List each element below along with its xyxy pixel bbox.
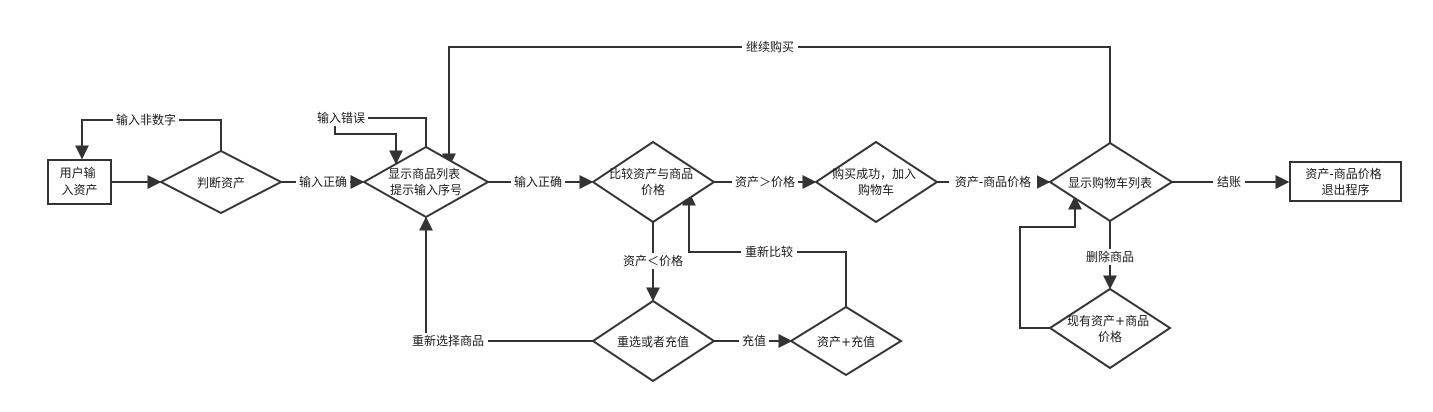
svg-text:输入非数字: 输入非数字 bbox=[116, 112, 176, 127]
svg-text:继续购买: 继续购买 bbox=[746, 39, 794, 54]
edge-label-delete-item: 删除商品 bbox=[1082, 249, 1138, 265]
svg-text:资产＞价格: 资产＞价格 bbox=[735, 174, 795, 189]
node-user-input: 用户输 入资产 bbox=[47, 159, 112, 205]
svg-text:删除商品: 删除商品 bbox=[1086, 249, 1134, 264]
node-current-assets: 现有资产+商品 价格 bbox=[1048, 287, 1172, 370]
svg-text:重选或者充值: 重选或者充值 bbox=[617, 334, 689, 349]
svg-text:现有资产+商品 价格: 现有资产+商品 价格 bbox=[1067, 313, 1153, 344]
svg-text:重新选择商品: 重新选择商品 bbox=[412, 333, 484, 348]
edge-label-recompare: 重新比较 bbox=[741, 244, 797, 260]
edge-label-input-ok-1: 输入正确 bbox=[296, 174, 350, 190]
svg-text:重新比较: 重新比较 bbox=[745, 244, 793, 259]
svg-text:显示商品列表 提示输入序号: 显示商品列表 提示输入序号 bbox=[388, 166, 464, 197]
svg-text:输入正确: 输入正确 bbox=[299, 174, 347, 189]
node-judge-assets: 判断资产 bbox=[158, 149, 284, 215]
node-compare: 比较资产与商品 价格 bbox=[591, 140, 716, 224]
svg-text:比较资产与商品 价格: 比较资产与商品 价格 bbox=[609, 166, 697, 197]
edge-label-recharge: 充值 bbox=[739, 333, 769, 349]
edge-labels: 输入非数字 输入正确 输入错误 输入正确 资产＞价格 资产-商品价格 结账 继 bbox=[113, 39, 1245, 349]
node-show-list: 显示商品列表 提示输入序号 bbox=[361, 145, 491, 219]
edge-label-input-error: 输入错误 bbox=[314, 110, 368, 126]
svg-text:判断资产: 判断资产 bbox=[197, 175, 245, 190]
edge-label-input-ok-2: 输入正确 bbox=[511, 174, 565, 190]
edge-delete-back-to-cart bbox=[1019, 195, 1082, 329]
svg-text:结账: 结账 bbox=[1217, 175, 1241, 189]
node-show-cart: 显示购物车列表 bbox=[1048, 141, 1174, 223]
edge-cart-continue-buying bbox=[442, 46, 1111, 168]
edge-reselect-to-list bbox=[419, 216, 593, 342]
svg-text:资产＜价格: 资产＜价格 bbox=[623, 253, 683, 268]
svg-text:显示购物车列表: 显示购物车列表 bbox=[1068, 175, 1152, 190]
svg-text:输入错误: 输入错误 bbox=[317, 110, 365, 125]
svg-text:资产+充值: 资产+充值 bbox=[817, 334, 875, 349]
svg-text:用户输 入资产: 用户输 入资产 bbox=[60, 165, 100, 197]
edge-label-assets-lt-price: 资产＜价格 bbox=[620, 253, 686, 269]
edge-label-checkout: 结账 bbox=[1213, 174, 1245, 190]
edge-label-reselect: 重新选择商品 bbox=[408, 333, 488, 349]
svg-text:充值: 充值 bbox=[742, 333, 766, 348]
node-buy-success: 购买成功，加入 购物车 bbox=[814, 140, 939, 224]
edge-label-continue-buying: 继续购买 bbox=[742, 39, 798, 55]
svg-text:购买成功，加入 购物车: 购买成功，加入 购物车 bbox=[832, 166, 920, 197]
node-reselect-or-recharge: 重选或者充值 bbox=[591, 299, 716, 383]
edge-label-assets-gt-price: 资产＞价格 bbox=[732, 174, 798, 190]
edge-label-non-numeric: 输入非数字 bbox=[113, 112, 179, 128]
svg-text:资产-商品价格 退出程序: 资产-商品价格 退出程序 bbox=[1305, 166, 1385, 197]
svg-text:输入正确: 输入正确 bbox=[514, 174, 562, 189]
nodes: 用户输 入资产 判断资产 显示商品列表 提示输入序号 比较资产与商品 价格 bbox=[47, 140, 1402, 383]
svg-text:资产-商品价格: 资产-商品价格 bbox=[955, 174, 1031, 189]
node-checkout: 资产-商品价格 退出程序 bbox=[1289, 161, 1402, 202]
node-assets-plus-recharge: 资产+充值 bbox=[789, 305, 903, 377]
edge-label-assets-minus-price: 资产-商品价格 bbox=[949, 174, 1037, 190]
